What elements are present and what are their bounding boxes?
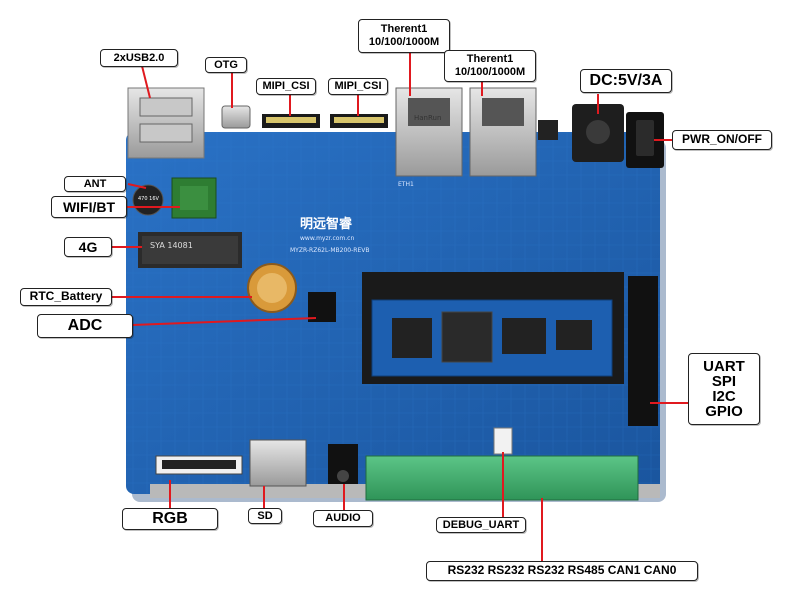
label-uart: UART <box>703 358 745 375</box>
usb-port-top <box>139 97 193 117</box>
label-wifi-bt: WIFI/BT <box>51 196 127 218</box>
eth-port-label: ETH1 <box>398 181 414 188</box>
label-rtc-battery: RTC_Battery <box>20 288 112 306</box>
power-switch-rocker <box>636 120 654 156</box>
label-pwr: PWR_ON/OFF <box>672 130 772 150</box>
dc-jack-hole <box>586 120 610 144</box>
label-ant: ANT <box>64 176 126 192</box>
label-4g: 4G <box>64 237 112 257</box>
audio-jack-hole <box>337 470 349 482</box>
callout-line-ant <box>127 183 147 189</box>
lte-slot-text: SYA 14081 <box>150 241 193 250</box>
capacitor-text: 470 16V <box>138 196 159 202</box>
lte-slot-inner <box>142 236 238 264</box>
som-cpu <box>441 311 493 363</box>
wifi-bt-chip <box>180 186 208 210</box>
otg-connector <box>221 105 251 129</box>
callout-line-usb <box>141 65 151 99</box>
label-mipi-csi-2: MIPI_CSI <box>328 78 388 95</box>
adc-header <box>308 292 336 322</box>
mipi-csi-contacts-2 <box>334 117 384 123</box>
usb-port-bottom <box>139 123 193 143</box>
callout-line-adc <box>131 317 317 326</box>
label-otg: OTG <box>205 57 247 73</box>
label-ethernet-1-line1: Therent1 <box>380 23 428 36</box>
ethernet-port-2 <box>482 98 524 126</box>
label-serial-ports: RS232 RS232 RS232 RS485 CAN1 CAN0 <box>426 561 698 581</box>
label-spi: SPI <box>711 373 737 390</box>
rgb-lcd-slot <box>162 460 236 469</box>
som-emmc <box>556 320 592 350</box>
board-url: www.myzr.com.cn <box>300 235 354 242</box>
mipi-csi-contacts-1 <box>266 117 316 123</box>
label-ethernet-2: Therent1 10/100/1000M <box>444 50 536 82</box>
board-model: MYZR-RZ62L-MB200-REVB <box>290 247 369 254</box>
label-debug-uart: DEBUG_UART <box>436 517 526 533</box>
debug-uart-connector <box>493 427 513 455</box>
label-mipi-csi-1: MIPI_CSI <box>256 78 316 95</box>
som-ddr <box>502 318 546 354</box>
label-adc: ADC <box>37 314 133 338</box>
label-i2c: I2C <box>712 388 736 405</box>
label-gpio: GPIO <box>705 403 743 420</box>
label-sd: SD <box>248 508 282 524</box>
ethernet-port-1 <box>408 98 450 126</box>
board-brand: 明远智睿 <box>300 216 353 232</box>
magjack-brand: HanRun <box>414 114 441 122</box>
label-ethernet-1-line2: 10/100/1000M <box>368 36 440 48</box>
label-usb: 2xUSB2.0 <box>100 49 178 67</box>
reset-button <box>538 120 558 140</box>
som-pmic <box>392 318 432 358</box>
label-audio: AUDIO <box>313 510 373 527</box>
gpio-pin-header <box>628 276 658 426</box>
label-ethernet-1: Therent1 10/100/1000M <box>358 19 450 53</box>
label-rgb: RGB <box>122 508 218 530</box>
sd-card-slot <box>249 439 307 487</box>
rtc-battery-cell <box>257 273 287 303</box>
label-uart-spi-i2c-gpio: UART SPI I2C GPIO <box>688 353 760 425</box>
label-ethernet-2-line1: Therent1 <box>466 53 514 66</box>
label-dc: DC:5V/3A <box>580 69 672 93</box>
label-ethernet-2-line2: 10/100/1000M <box>454 66 526 78</box>
